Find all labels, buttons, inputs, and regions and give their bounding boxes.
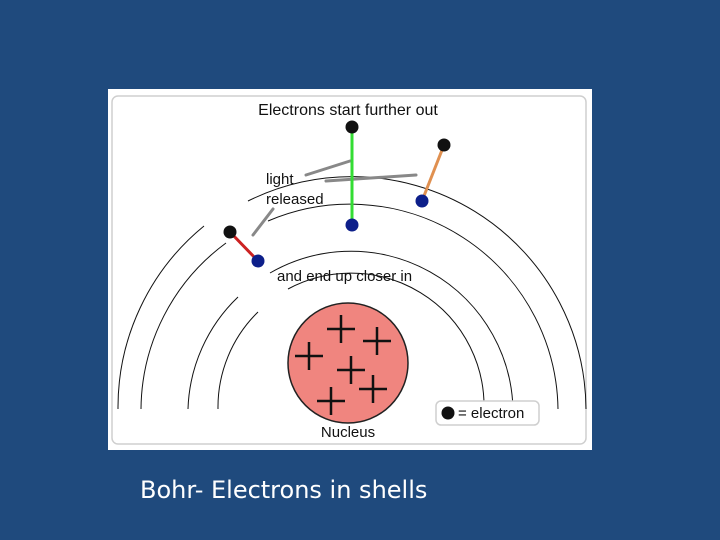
plus-icon bbox=[317, 387, 345, 415]
transition-red bbox=[228, 230, 260, 263]
shell-2-right bbox=[269, 250, 514, 410]
electron-end bbox=[415, 194, 429, 208]
plus-icon bbox=[327, 315, 355, 343]
plus-icon bbox=[359, 375, 387, 403]
light-ray bbox=[324, 173, 418, 183]
nucleus bbox=[287, 302, 409, 424]
top-label: Electrons start further out bbox=[258, 102, 438, 119]
legend-label: = electron bbox=[458, 405, 524, 422]
outer-shell-right bbox=[247, 176, 587, 410]
shell-2-left bbox=[187, 296, 239, 410]
electron-start bbox=[437, 138, 451, 152]
outer-shell-left bbox=[117, 225, 205, 410]
mid-label: and end up closer in bbox=[277, 268, 412, 285]
electron-start bbox=[345, 120, 359, 134]
plus-icon bbox=[295, 342, 323, 370]
transition-orange bbox=[420, 144, 446, 202]
legend: = electron bbox=[435, 400, 540, 426]
slide-caption: Bohr- Electrons in shells bbox=[140, 476, 428, 504]
legend-box bbox=[435, 400, 540, 426]
electron-end bbox=[251, 254, 265, 268]
inner-shell-right bbox=[287, 272, 485, 410]
shell-3-left bbox=[140, 242, 227, 410]
light-label-line2: released bbox=[266, 191, 324, 208]
nucleus-label: Nucleus bbox=[321, 424, 375, 441]
legend-electron-icon bbox=[441, 406, 455, 420]
electron-start bbox=[223, 225, 237, 239]
proton-signs bbox=[295, 315, 391, 415]
bohr-diagram-svg: Electrons start further out light releas… bbox=[111, 95, 587, 445]
shell-3-right bbox=[267, 203, 559, 410]
light-ray bbox=[251, 207, 275, 237]
light-label-line1: light bbox=[266, 171, 294, 188]
electron-shells bbox=[117, 176, 587, 410]
electron-end bbox=[345, 218, 359, 232]
figure-frame bbox=[111, 95, 587, 445]
bohr-diagram: Electrons start further out light releas… bbox=[108, 89, 592, 450]
light-rays bbox=[251, 159, 418, 237]
light-ray bbox=[304, 159, 352, 177]
plus-icon bbox=[337, 356, 365, 384]
plus-icon bbox=[363, 327, 391, 355]
inner-shell-left bbox=[217, 311, 259, 410]
